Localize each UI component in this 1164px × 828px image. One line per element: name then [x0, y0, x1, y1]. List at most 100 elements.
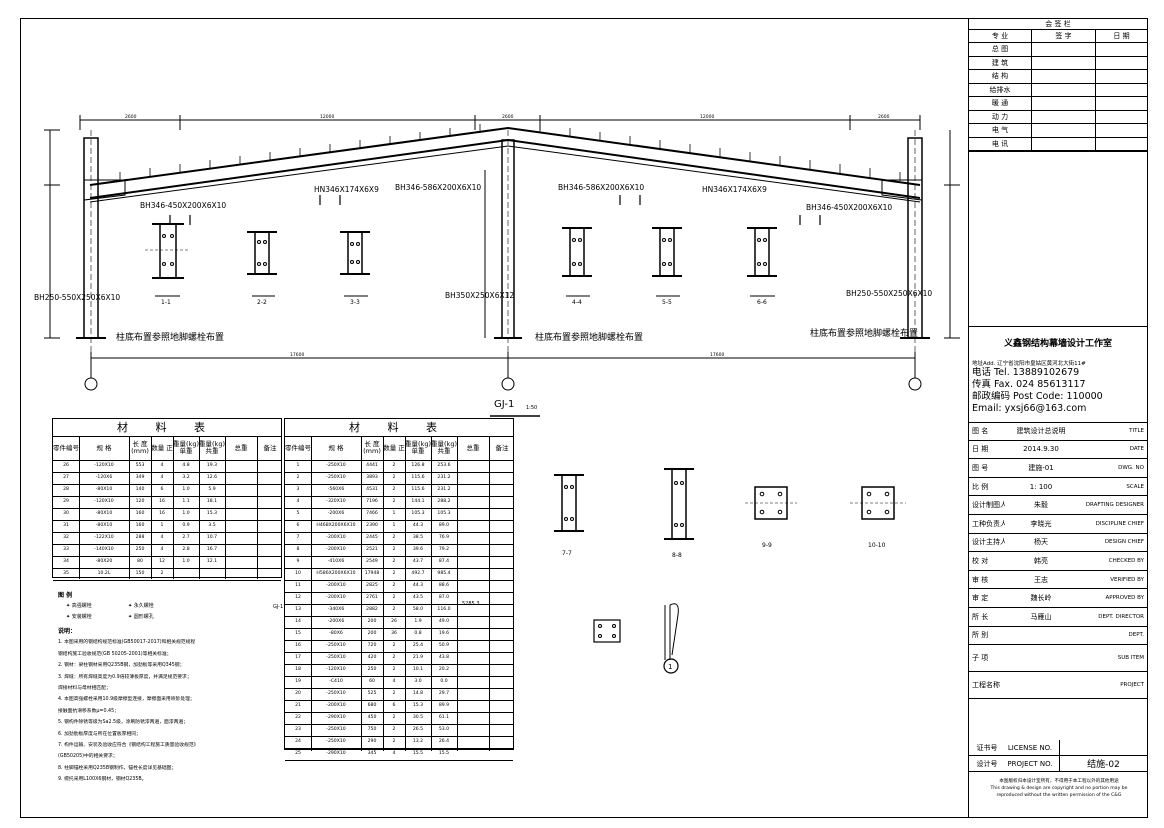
note-line: 3. 焊缝：所有焊缝高度为0.9倍较薄板厚度，并满足规范要求；	[58, 674, 192, 680]
legend-item-2: ✦ 安装螺栓	[66, 614, 92, 620]
design-notes: 说明： 1. 本图采用的钢结构规范标准(GB50017-2017)和相关规范规程…	[58, 626, 278, 786]
table-cell: 2	[392, 643, 396, 648]
countersign-row: 动 力	[969, 110, 1147, 124]
titleblock-en: SUB ITEM	[1117, 655, 1144, 662]
hdr-r-total-weight: 重量(kg) 共重	[431, 440, 457, 455]
firm-tel: 电话 Tel. 13889102679	[972, 367, 1080, 378]
project-no-en: PROJECT NO.	[1007, 759, 1053, 768]
countersign-discipline: 暖 通	[991, 99, 1009, 108]
titleblock-en: DWG. NO	[1118, 464, 1144, 471]
titleblock-label: 审 定	[972, 594, 989, 603]
table-cell: 19.3	[206, 463, 218, 468]
countersign-divider	[969, 151, 1147, 152]
table-cell: 33	[63, 547, 69, 552]
table-cell: -250X10	[326, 727, 346, 732]
countersign-header-row: 专 业 签 字 日 期	[969, 30, 1147, 43]
sheet-drawing-number: 结施-02	[1059, 756, 1147, 771]
table-cell: 21.9	[412, 655, 424, 660]
table-cell: 14	[295, 619, 301, 624]
legend-item-1: ✦ 高强螺栓	[66, 603, 92, 609]
table-cell: 288	[135, 535, 145, 540]
firm-name: 义鑫钢结构幕墙设计工作室	[1003, 339, 1112, 349]
table-cell: 4	[160, 535, 164, 540]
titleblock-label: 所 长	[972, 612, 989, 621]
titleblock-en: DEPT.	[1128, 632, 1144, 639]
titleblock-value: 建筑设计总说明	[1016, 427, 1066, 436]
table-cell: 19	[295, 679, 301, 684]
titleblock-value: 王志	[1034, 575, 1048, 584]
titleblock-label: 所 别	[972, 631, 989, 640]
table-cell: 53.0	[438, 727, 450, 732]
table-cell: 160	[135, 511, 145, 516]
titleblock-label: 设计主持人	[972, 538, 1005, 547]
countersign-date-cell	[1095, 83, 1147, 96]
table-cell: 8	[296, 547, 300, 552]
label-bh-end-left: BH346-450X200X6X10	[140, 201, 226, 210]
countersign-sign-cell	[1031, 43, 1095, 56]
table-cell: 116.0	[437, 607, 451, 612]
table-cell: 29	[63, 499, 69, 504]
section-label-6: 6-6	[757, 299, 767, 306]
table-cell: 14.8	[412, 691, 424, 696]
table-cell: 50.9	[438, 643, 450, 648]
firm-email: Email: yxsj66@163.com	[972, 403, 1087, 414]
table-cell: 15.3	[412, 703, 424, 708]
table-cell: 2	[392, 547, 396, 552]
table-cell: H468X200X6X10	[316, 523, 356, 528]
table-cell: 144.1	[411, 499, 425, 504]
titleblock-value: 朱毅	[1034, 501, 1048, 510]
countersign-discipline: 给排水	[989, 85, 1011, 94]
label-bh-mid-left: BH346-586X200X6X10	[395, 183, 481, 192]
note-line: 5. 钢构件除锈等级为Sa2.5级，涂刷防锈漆两遍，面漆两遍；	[58, 720, 189, 726]
table-cell: 10.2L	[97, 571, 111, 576]
table-cell: 3.0	[414, 679, 422, 684]
table-cell: -320X10	[326, 499, 346, 504]
material-table-left-header: 零件编号 规 格 长 度(mm) 数量 正 重量(kg) 单重 重量(kg) 共…	[53, 436, 281, 461]
dim-bottom-1: 17600	[290, 352, 304, 358]
table-cell: 76.9	[438, 535, 450, 540]
section-label-1: 1-1	[161, 299, 171, 306]
countersign-date-cell	[1095, 70, 1147, 83]
table-cell: 4	[160, 463, 164, 468]
table-cell: 16	[159, 511, 165, 516]
copyright-block: 本图版权归本设计室所有，不得用于本工程以外的其他用途 This drawing …	[973, 778, 1145, 799]
table-cell: 2.8	[182, 547, 190, 552]
hdr-unit-weight: 重量(kg) 单重	[173, 440, 199, 455]
note-line: 接触面抗滑移系数μ=0.45；	[58, 708, 119, 714]
table-cell: 2	[296, 475, 300, 480]
table-cell: -200X10	[326, 547, 346, 552]
section-label-4: 4-4	[572, 299, 582, 306]
table-cell: 2	[392, 667, 396, 672]
table-cell: 1	[392, 523, 396, 528]
table-cell: 80	[137, 559, 143, 564]
titleblock-value	[1005, 627, 1077, 645]
table-cell: 492.7	[411, 571, 425, 576]
table-cell: 30	[63, 511, 69, 516]
copyright-cn: 本图版权归本设计室所有，不得用于本工程以外的其他用途	[999, 779, 1119, 784]
table-cell: -410X6	[327, 559, 345, 564]
note-line: 6. 加劲肋板厚度与所在位置板厚相同；	[58, 731, 141, 737]
table-cell: 0.9	[182, 523, 190, 528]
table-cell: 3	[296, 487, 300, 492]
table-cell: 16.7	[206, 547, 218, 552]
table-cell: 4	[296, 499, 300, 504]
hdr-r-part-no: 零件编号	[285, 443, 311, 452]
table-cell: 0.8	[414, 631, 422, 636]
firm-top-divider	[969, 326, 1147, 327]
titleblock-row: 所 别 DEPT.	[969, 627, 1147, 646]
table-cell: -200X10	[326, 595, 346, 600]
table-cell: 4.8	[182, 463, 190, 468]
table-cell: 87.0	[438, 595, 450, 600]
table-cell: 2	[392, 475, 396, 480]
table-cell: 2	[392, 535, 396, 540]
dim-top-3: 2600	[502, 114, 514, 120]
copyright-en-1: This drawing & design are copyright and …	[990, 786, 1128, 791]
table-cell: 349	[135, 475, 145, 480]
countersign-title-row: 会 签 栏	[969, 18, 1147, 30]
